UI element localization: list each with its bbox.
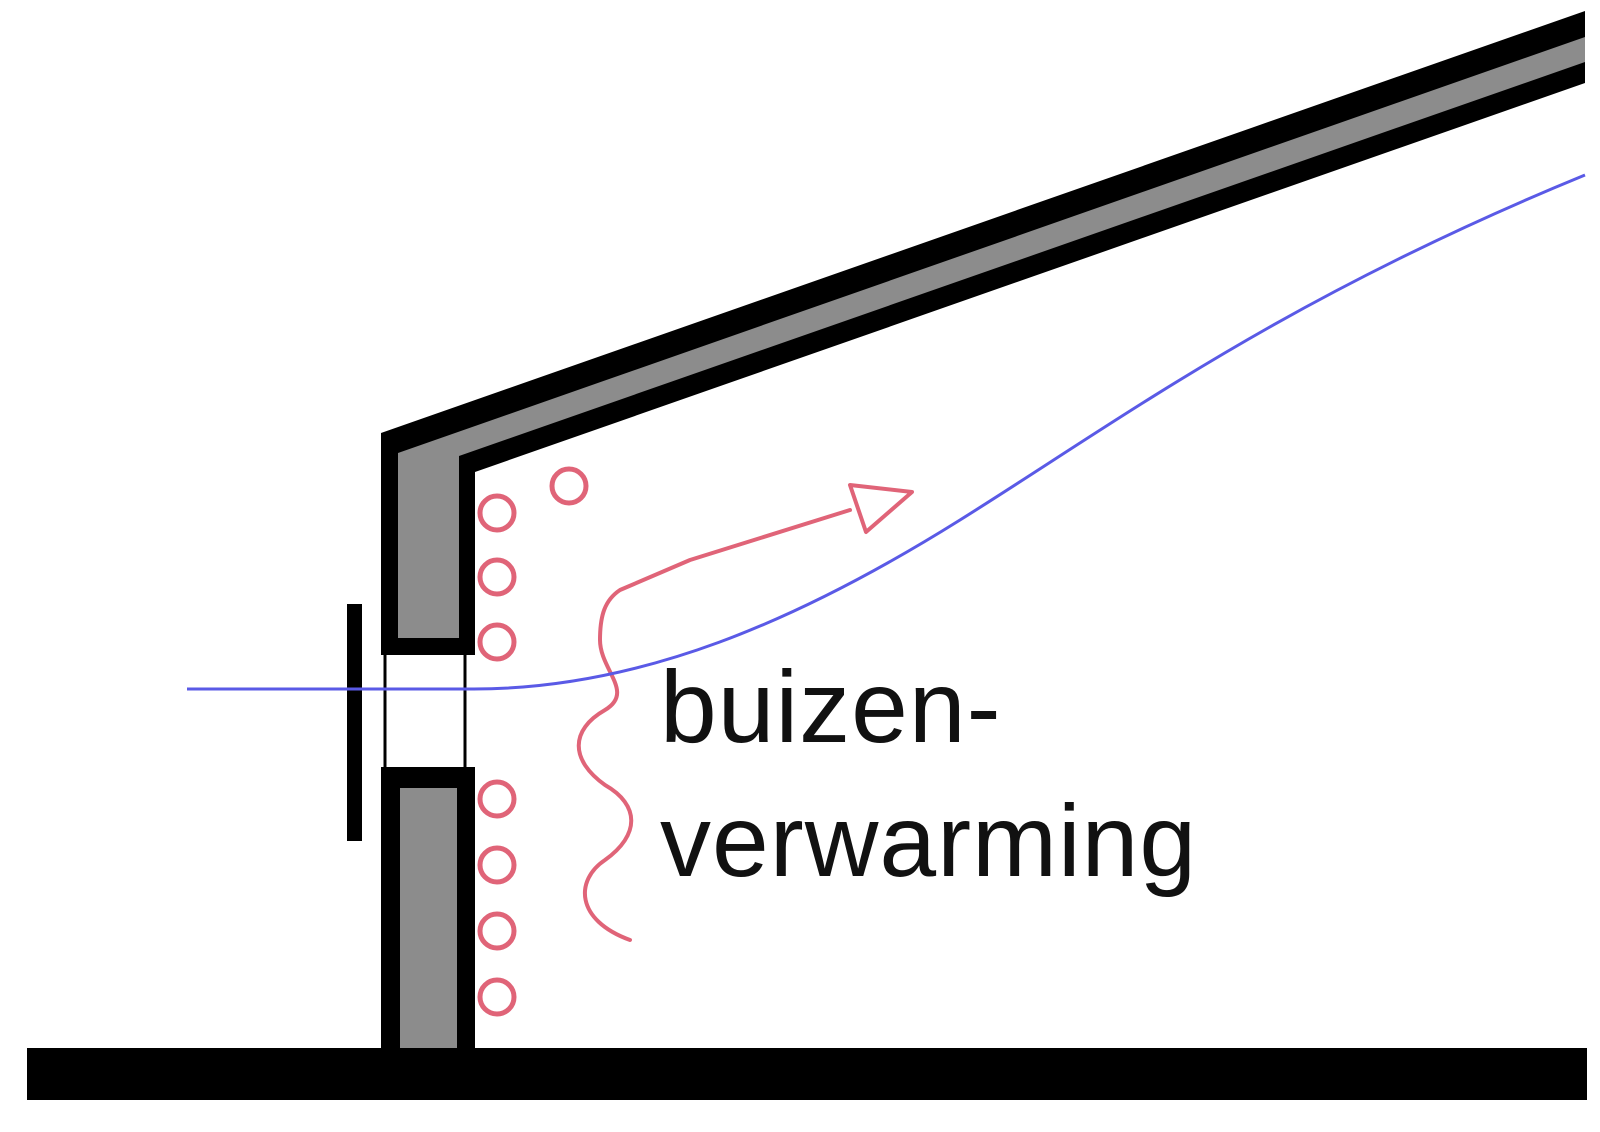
- heating-pipe: [477, 911, 517, 951]
- heating-pipe: [477, 557, 517, 597]
- air-flow-line: [187, 173, 1586, 691]
- warm-air-arrow: [576, 483, 914, 942]
- lower-wall: [381, 767, 475, 1053]
- heating-pipes: [477, 466, 589, 1017]
- heating-pipe: [477, 779, 517, 819]
- window-opening: [383, 655, 467, 767]
- heating-pipe: [477, 622, 517, 662]
- heating-pipe: [477, 845, 517, 885]
- heating-pipe: [549, 466, 589, 506]
- label-line1: buizen-: [660, 650, 1002, 764]
- vent-flap: [347, 604, 362, 841]
- roof-and-upper-wall: [381, 11, 1585, 655]
- label-line2: verwarming: [660, 784, 1197, 898]
- ground-slab: [27, 1048, 1587, 1100]
- heating-pipe: [477, 493, 517, 533]
- heating-pipe: [477, 977, 517, 1017]
